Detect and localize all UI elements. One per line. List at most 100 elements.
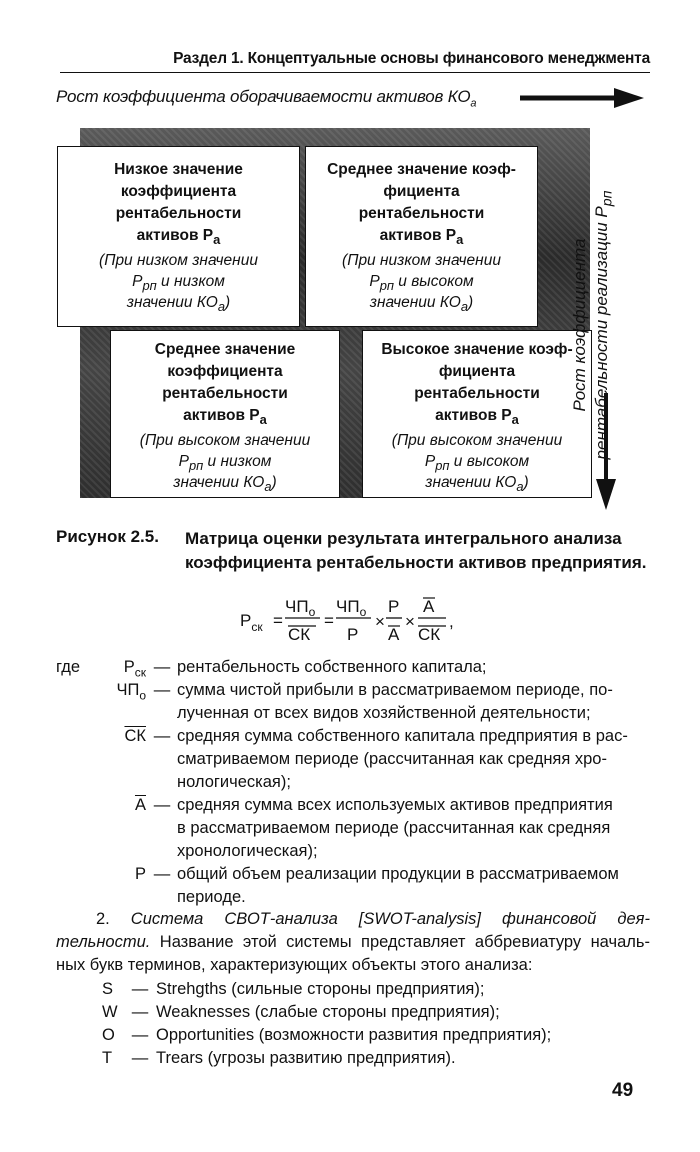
formula-times: × [375, 612, 385, 631]
cell-note-line: значении КОа) [369, 472, 585, 493]
definition-line: общий объем реализации продукции в рассм… [177, 865, 619, 883]
list-item: O — Opportunities (возможности развития пр… [102, 1024, 551, 1047]
note-sub: рп [435, 458, 450, 474]
swot-text: Opportunities (возможности развития пред… [156, 1026, 552, 1044]
cell-title: Среднее значение коэф- фициента рентабел… [312, 159, 531, 247]
list-dash: — [131, 1026, 149, 1044]
cell-title-line: коэффициента [167, 363, 283, 380]
formula-times: × [405, 612, 415, 631]
swot-list: S—Strehgths (сильные стороны предприятия… [102, 978, 551, 1070]
note-text: значении КО [173, 474, 265, 491]
note-text: и высоком [449, 453, 530, 470]
cell-note-line: значении КОа) [117, 472, 333, 493]
definition-dash: — [153, 681, 171, 699]
note-sub: рп [188, 458, 204, 474]
note-text: значении КО [425, 474, 517, 491]
note-text: и высоком [393, 273, 474, 290]
swot-text: Trears (угрозы развитию предприятия). [156, 1049, 456, 1067]
note-sub: рп [142, 278, 157, 294]
figure-caption-label: Рисунок 2.5. [56, 527, 159, 546]
swot-paragraph: 2. Система СВОТ-анализа [SWOT-analysis] … [56, 908, 650, 977]
running-header: Раздел 1. Концептуальные основы финансов… [173, 50, 650, 67]
swot-letter: O [102, 1026, 115, 1044]
formula-lhs: Рск [240, 611, 263, 634]
cell-title-sub: а [213, 232, 221, 248]
cell-title-line: активов Ра [369, 405, 585, 427]
note-text: и низком [156, 273, 225, 290]
note-sub: а [460, 299, 469, 315]
definition-dash: — [153, 658, 171, 676]
definition-text: средняя сумма собственного капитала пред… [177, 725, 647, 794]
cell-note-line: (При низком значении [342, 252, 501, 269]
cell-title-line: активов Ра [64, 225, 293, 247]
note-sym: Р [132, 273, 143, 290]
paragraph-term: Система СВОТ-анализа [SWOT-analysis] фин… [130, 910, 650, 928]
cell-title-line: активов Ра [312, 225, 531, 247]
note-text: ) [225, 294, 231, 311]
cell-note-line: Ррп и низком [64, 271, 293, 292]
note-text: значении КО [126, 294, 218, 311]
definition-text: рентабельность собственного капитала; [177, 656, 647, 679]
list-item: W—Weaknesses (слабые стороны предприятия… [102, 1001, 551, 1024]
definition-dash: — [153, 865, 171, 883]
swot-letter: T [102, 1049, 113, 1067]
note-sub: а [217, 299, 226, 315]
cell-note-line: значении КОа) [64, 292, 293, 313]
cell-note-line: Ррп и высоком [369, 451, 585, 472]
formula-comma: , [449, 612, 454, 631]
definition-dash: — [153, 727, 171, 745]
definition-symbol: Рск [123, 658, 146, 680]
definition-line: средняя сумма собственного капитала пред… [177, 727, 628, 745]
definition-line: лученная от всех видов хозяйственной дея… [177, 704, 591, 722]
top-axis-label-text: Рост коэффициента оборачиваемости активо… [56, 87, 471, 106]
cell-title: Среднее значение коэффициента рентабельн… [117, 339, 333, 427]
cell-title-line: фициента [383, 183, 460, 200]
definition-text: сумма чистой прибыли в рассматриваемом п… [177, 679, 647, 725]
cell-title: Высокое значение коэф- фициента рентабел… [369, 339, 585, 427]
cell-title-line: Среднее значение [154, 341, 296, 358]
formula-n1: ЧПо [285, 597, 316, 619]
definition-line: хронологическая); [177, 842, 318, 860]
caption-line: Матрица оценки результата интегрального … [185, 529, 622, 548]
side-axis-sub: рп [599, 190, 616, 207]
cell-title-line: рентабельности [358, 205, 485, 222]
note-text: ) [271, 474, 277, 491]
formula-d4: СК [418, 625, 440, 644]
swot-letter: S [102, 980, 114, 998]
cell-title-line: фициента [438, 363, 516, 380]
right-arrow-icon [520, 88, 644, 108]
definition-line: сумма чистой прибыли в рассматриваемом п… [177, 681, 613, 699]
definition-symbol: Р [134, 865, 146, 883]
definition-line: сматриваемом периоде (рассчитанная как с… [177, 750, 607, 768]
definition-dash: — [153, 796, 171, 814]
definition-line: средняя сумма всех используемых активов … [177, 796, 613, 814]
list-item: S—Strehgths (сильные стороны предприятия… [102, 978, 551, 1001]
cell-title-line: рентабельности [162, 385, 288, 402]
definition-symbol: СК [124, 727, 146, 745]
page-number: 49 [612, 1080, 634, 1101]
note-sym: Р [369, 273, 380, 290]
cell-title-text: активов Р [183, 407, 260, 424]
formula-n3: Р [388, 597, 399, 616]
definition-line: в рассматриваемом периоде (рассчитанная … [177, 819, 611, 837]
cell-title-sub: а [456, 232, 464, 248]
header-rule [60, 72, 650, 73]
note-text: ) [523, 474, 529, 491]
cell-note-line: (При высоком значении [139, 432, 311, 449]
paragraph-text: Название этой системы представляет аббре… [150, 933, 650, 951]
cell-title-line: активов Ра [117, 405, 333, 427]
cell-title: Низкое значение коэффициента рентабельно… [64, 159, 293, 247]
definition-symbol: ЧПо [116, 681, 146, 703]
cell-title-text: активов Р [136, 227, 214, 244]
roe-formula: Рск = ЧПо СК = ЧПо Р × Р А × А СК , [240, 597, 454, 644]
note-sym: Р [178, 453, 189, 470]
cell-note-line: Ррп и высоком [312, 271, 531, 292]
note-text: ) [468, 294, 474, 311]
note-sub: а [516, 479, 524, 495]
cell-title-text: активов Р [435, 407, 512, 424]
swot-text: Weaknesses (слабые стороны предприятия); [156, 1003, 500, 1021]
paragraph-text: ных букв терминов, характеризующих объек… [56, 956, 533, 974]
cell-note: (При низком значении Ррп и низком значен… [64, 250, 293, 313]
cell-note: (При низком значении Ррп и высоком значе… [312, 250, 531, 313]
formula-n4: А [423, 597, 435, 616]
